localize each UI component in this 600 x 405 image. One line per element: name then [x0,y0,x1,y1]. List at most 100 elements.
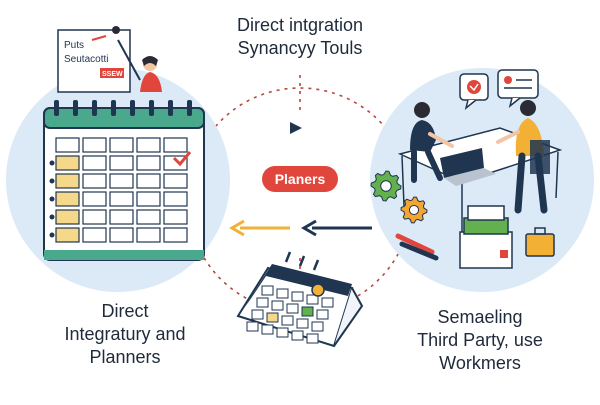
desk-calendar-cell [261,285,274,296]
calendar-pin-icon [311,283,325,297]
desk-calendar-cell [291,291,304,302]
desk-calendar-cell [246,321,259,332]
calendar-ring-icon [73,100,78,116]
left-caption-line-2: Integratury and [64,324,186,344]
calendar-cell [163,191,188,207]
calendar-cell [163,173,188,189]
left-caption-line-3: Planners [89,347,161,367]
desk-calendar-cell [281,315,294,326]
calendar-cell [55,227,80,243]
person-writing-icon [112,26,162,92]
arrow-left-orange-icon [229,219,290,237]
calendar-bullet [49,160,55,166]
calendar-cell [163,137,188,153]
arrow-left-navy-icon [301,219,372,237]
left-caption-line-1: Direct [101,301,149,321]
calendar-cell [55,155,80,171]
calendar-bullet [49,178,55,184]
person-standing-icon [496,100,550,214]
calendar-ring-icon [187,100,192,116]
person-seated-icon [410,102,454,183]
calendar-cell [109,191,134,207]
desk-calendar-cell [261,324,274,335]
stacked-boxes-icon [459,205,513,269]
right-caption-line-2: Third Party, use [417,330,543,350]
calendar-cell [109,137,134,153]
gear-green-icon [370,170,402,202]
calendar-cell [163,209,188,225]
right-caption-line-1: Semaeling [437,307,523,327]
calendar-cell [136,227,161,243]
calendar-cell [55,137,80,153]
desk-calendar-cell [276,327,289,338]
calendar-cell [136,173,161,189]
calendar-ring-icon [111,100,116,116]
desk-calendar-cell [306,294,319,305]
calendar-rings [54,100,192,116]
heart-speech-bubble-icon [459,73,489,110]
note-tag-text: SSEW [102,71,123,78]
calendar-cell [109,155,134,171]
profile-speech-bubble-icon [497,69,539,108]
desk-calendar-cell [286,303,299,314]
calendar-cell [163,155,188,171]
calendar-cell [136,209,161,225]
center-badge: Planers [262,166,338,192]
check-mark-icon [172,151,192,167]
calendar-cell [82,227,107,243]
desk-calendar-cell [256,297,269,308]
calendar-ring-icon [92,100,97,116]
calendar-bullet [49,196,55,202]
note-line-1: Puts [64,40,84,51]
calendar-cell [55,209,80,225]
calendar-header-band [43,107,205,129]
gear-orange-icon [400,196,428,224]
desk-calendar-grid [246,285,334,344]
calendar-cell [55,173,80,189]
note-tag [100,68,124,78]
calendar-cell [109,173,134,189]
briefcase-icon [525,227,555,257]
calendar-cell [82,137,107,153]
laptop-icon [440,148,496,186]
desk-calendar-cell [296,318,309,329]
right-caption-line-3: Workmers [439,353,521,373]
calendar-cell [136,191,161,207]
desk-calendar-cell [291,330,304,341]
top-caption: Direct intgration Synancyy Touls [180,14,420,60]
pencils-icon [395,233,439,261]
calendar-cell [82,155,107,171]
desk-calendar-cell [306,333,319,344]
top-caption-line-2: Synancyy Touls [237,38,363,58]
calendar-ring-icon [54,100,59,116]
calendar-cell [55,191,80,207]
desk-calendar-cell [276,288,289,299]
calendar-ring-icon [130,100,135,116]
desk-calendar-cell [251,309,264,320]
calendar-cell [136,155,161,171]
desk-calendar-cell [316,309,329,320]
calendar-cell [82,173,107,189]
calendar-cell [109,227,134,243]
left-caption: Direct Integratury and Planners [20,300,230,369]
calendar-cell [136,137,161,153]
meeting-illustration [370,69,563,269]
calendar-ring-icon [149,100,154,116]
desk-calendar-illustration [236,251,364,348]
desk-calendar-cell [321,297,334,308]
top-caption-line-1: Direct intgration [236,15,364,35]
ring-arrow-top-icon [290,122,302,134]
calendar-cell [109,209,134,225]
calendar-footer-band [44,250,204,260]
calendar-bullet [49,214,55,220]
desk-calendar-cell [271,300,284,311]
calendar-illustration: Puts Seutacotti SSEW [43,26,205,261]
calendar-ring-icon [168,100,173,116]
note-mark-icon [91,35,107,41]
calendar-cell [82,191,107,207]
calendar-grid [49,137,188,243]
right-caption: Semaeling Third Party, use Workmers [380,306,580,375]
calendar-bullet [49,232,55,238]
